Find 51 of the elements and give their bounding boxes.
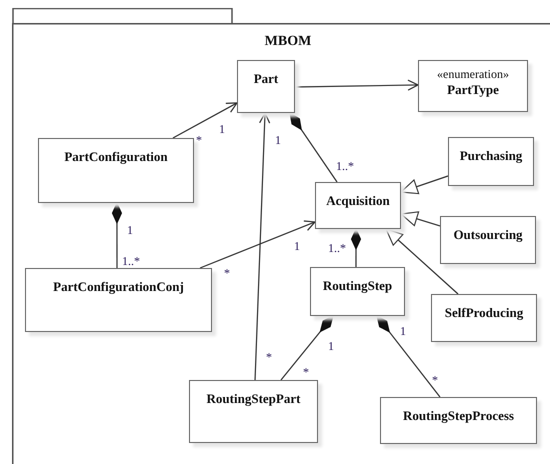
class-name: PartType xyxy=(447,82,499,98)
multiplicity-label: 1..* xyxy=(328,242,346,254)
composition-line xyxy=(112,202,122,268)
multiplicity-label: 1 xyxy=(294,240,300,252)
multiplicity-label: 1 xyxy=(400,325,406,337)
class-name: PartConfigurationConj xyxy=(53,279,184,295)
class-box xyxy=(189,380,318,443)
multiplicity-label: * xyxy=(196,134,202,146)
association-arrow xyxy=(254,112,270,380)
multiplicity-label: 1..* xyxy=(336,160,354,172)
class-name: PartConfiguration xyxy=(64,149,168,165)
class-box xyxy=(431,294,537,342)
class-name: RoutingStepPart xyxy=(206,391,300,407)
composition-line xyxy=(350,228,362,267)
composition-line xyxy=(280,316,334,380)
multiplicity-label: 1 xyxy=(328,340,334,352)
class-box xyxy=(448,137,534,186)
class-box xyxy=(310,267,405,316)
class-name: RoutingStepProcess xyxy=(403,408,514,424)
generalization-arrow xyxy=(400,211,440,227)
association-arrow xyxy=(172,102,238,139)
package-name: MBOM xyxy=(264,34,312,50)
generalization-arrow xyxy=(400,175,448,194)
class-name: Outsourcing xyxy=(453,227,523,243)
class-box xyxy=(25,268,212,332)
multiplicity-label: * xyxy=(266,351,272,363)
stereotype-label: «enumeration» xyxy=(437,67,509,82)
composition-line xyxy=(290,112,338,182)
class-name: Acquisition xyxy=(326,193,390,209)
association-arrow xyxy=(200,220,316,269)
class-box xyxy=(237,60,295,113)
multiplicity-label: * xyxy=(303,366,309,378)
multiplicity-label: * xyxy=(432,374,438,386)
class-name: SelfProducing xyxy=(444,305,524,321)
multiplicity-label: 1 xyxy=(275,134,281,146)
class-name: Part xyxy=(254,71,278,87)
class-name: RoutingStep xyxy=(322,278,392,294)
association-arrow xyxy=(294,80,419,91)
class-box xyxy=(315,182,401,229)
multiplicity-label: 1 xyxy=(127,224,133,236)
generalization-arrow xyxy=(386,228,458,294)
class-box xyxy=(38,138,194,203)
multiplicity-label: 1 xyxy=(219,123,225,135)
multiplicity-label: 1..* xyxy=(122,255,140,267)
class-box xyxy=(380,397,537,444)
package-frame xyxy=(12,8,550,464)
class-name: Purchasing xyxy=(460,148,522,164)
composition-line xyxy=(376,316,440,398)
class-box xyxy=(440,216,536,264)
class-box xyxy=(418,60,528,112)
multiplicity-label: * xyxy=(224,267,230,279)
